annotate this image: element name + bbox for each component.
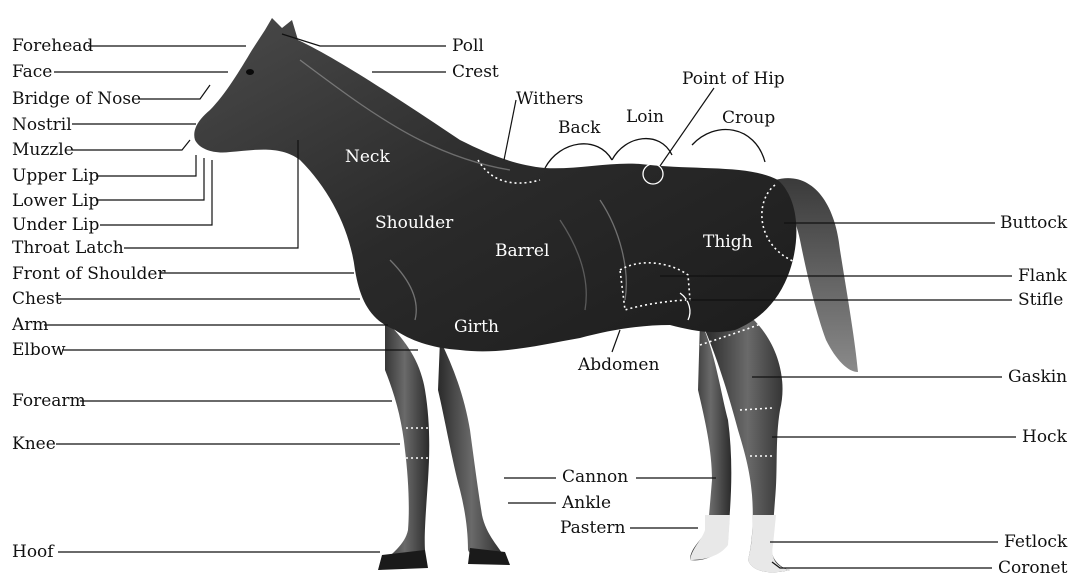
leader-abdomen bbox=[612, 330, 620, 352]
label-pastern: Pastern bbox=[560, 518, 626, 538]
label-forehead: Forehead bbox=[12, 36, 93, 56]
label-throat-latch: Throat Latch bbox=[12, 238, 124, 258]
label-knee: Knee bbox=[12, 434, 56, 454]
leader-withers bbox=[504, 100, 516, 160]
leader-coronet bbox=[772, 562, 992, 568]
label-nostril: Nostril bbox=[12, 115, 72, 135]
leader-poll bbox=[282, 34, 446, 46]
label-crest: Crest bbox=[452, 62, 499, 82]
label-chest: Chest bbox=[12, 289, 62, 309]
horse-fore-leg-near bbox=[380, 320, 429, 566]
label-lower-lip: Lower Lip bbox=[12, 191, 99, 211]
label-arm: Arm bbox=[11, 315, 49, 335]
label-back: Back bbox=[558, 118, 601, 138]
label-hoof: Hoof bbox=[12, 542, 55, 562]
lower-center-labels: Cannon Ankle Pastern Abdomen bbox=[504, 330, 716, 538]
label-shoulder: Shoulder bbox=[375, 213, 454, 233]
leader-bridge-of-nose bbox=[138, 85, 210, 99]
horse-eye bbox=[246, 69, 254, 75]
label-poll: Poll bbox=[452, 36, 484, 56]
label-bridge-of-nose: Bridge of Nose bbox=[12, 89, 141, 109]
label-front-of-shoulder: Front of Shoulder bbox=[12, 264, 166, 284]
arc-loin bbox=[612, 139, 672, 160]
label-gaskin: Gaskin bbox=[1008, 367, 1067, 387]
leader-muzzle bbox=[72, 140, 190, 150]
label-croup: Croup bbox=[722, 108, 775, 128]
label-hock: Hock bbox=[1022, 427, 1068, 447]
leader-point-of-hip bbox=[660, 88, 714, 166]
hind-sock-near bbox=[748, 515, 790, 572]
label-buttock: Buttock bbox=[1000, 213, 1068, 233]
label-face: Face bbox=[12, 62, 52, 82]
label-fetlock: Fetlock bbox=[1004, 532, 1068, 552]
label-ankle: Ankle bbox=[561, 493, 611, 513]
leader-under-lip bbox=[100, 160, 212, 225]
label-elbow: Elbow bbox=[12, 340, 66, 360]
label-under-lip: Under Lip bbox=[12, 215, 99, 235]
label-barrel: Barrel bbox=[495, 241, 549, 261]
label-coronet: Coronet bbox=[998, 558, 1068, 578]
arc-croup bbox=[692, 130, 765, 162]
label-thigh: Thigh bbox=[703, 232, 753, 252]
label-upper-lip: Upper Lip bbox=[12, 166, 99, 186]
leader-upper-lip bbox=[96, 155, 196, 176]
leader-throat-latch bbox=[124, 140, 298, 248]
elbow-dotted-mark bbox=[420, 355, 425, 375]
leader-lower-lip bbox=[96, 158, 204, 200]
label-point-of-hip: Point of Hip bbox=[682, 69, 785, 89]
label-loin: Loin bbox=[626, 107, 664, 127]
label-neck: Neck bbox=[345, 147, 390, 167]
hind-sock-far bbox=[690, 515, 730, 560]
arc-back bbox=[545, 144, 612, 168]
hoof-near-front bbox=[378, 550, 428, 570]
label-withers: Withers bbox=[516, 89, 583, 109]
hoof-far-front bbox=[468, 548, 510, 565]
label-muzzle: Muzzle bbox=[12, 140, 74, 160]
label-abdomen: Abdomen bbox=[577, 355, 659, 375]
horse-fore-leg-far bbox=[438, 340, 505, 560]
label-stifle: Stifle bbox=[1018, 290, 1063, 310]
label-girth: Girth bbox=[454, 317, 499, 337]
label-flank: Flank bbox=[1018, 266, 1067, 286]
label-cannon: Cannon bbox=[562, 467, 628, 487]
label-forearm: Forearm bbox=[12, 391, 86, 411]
